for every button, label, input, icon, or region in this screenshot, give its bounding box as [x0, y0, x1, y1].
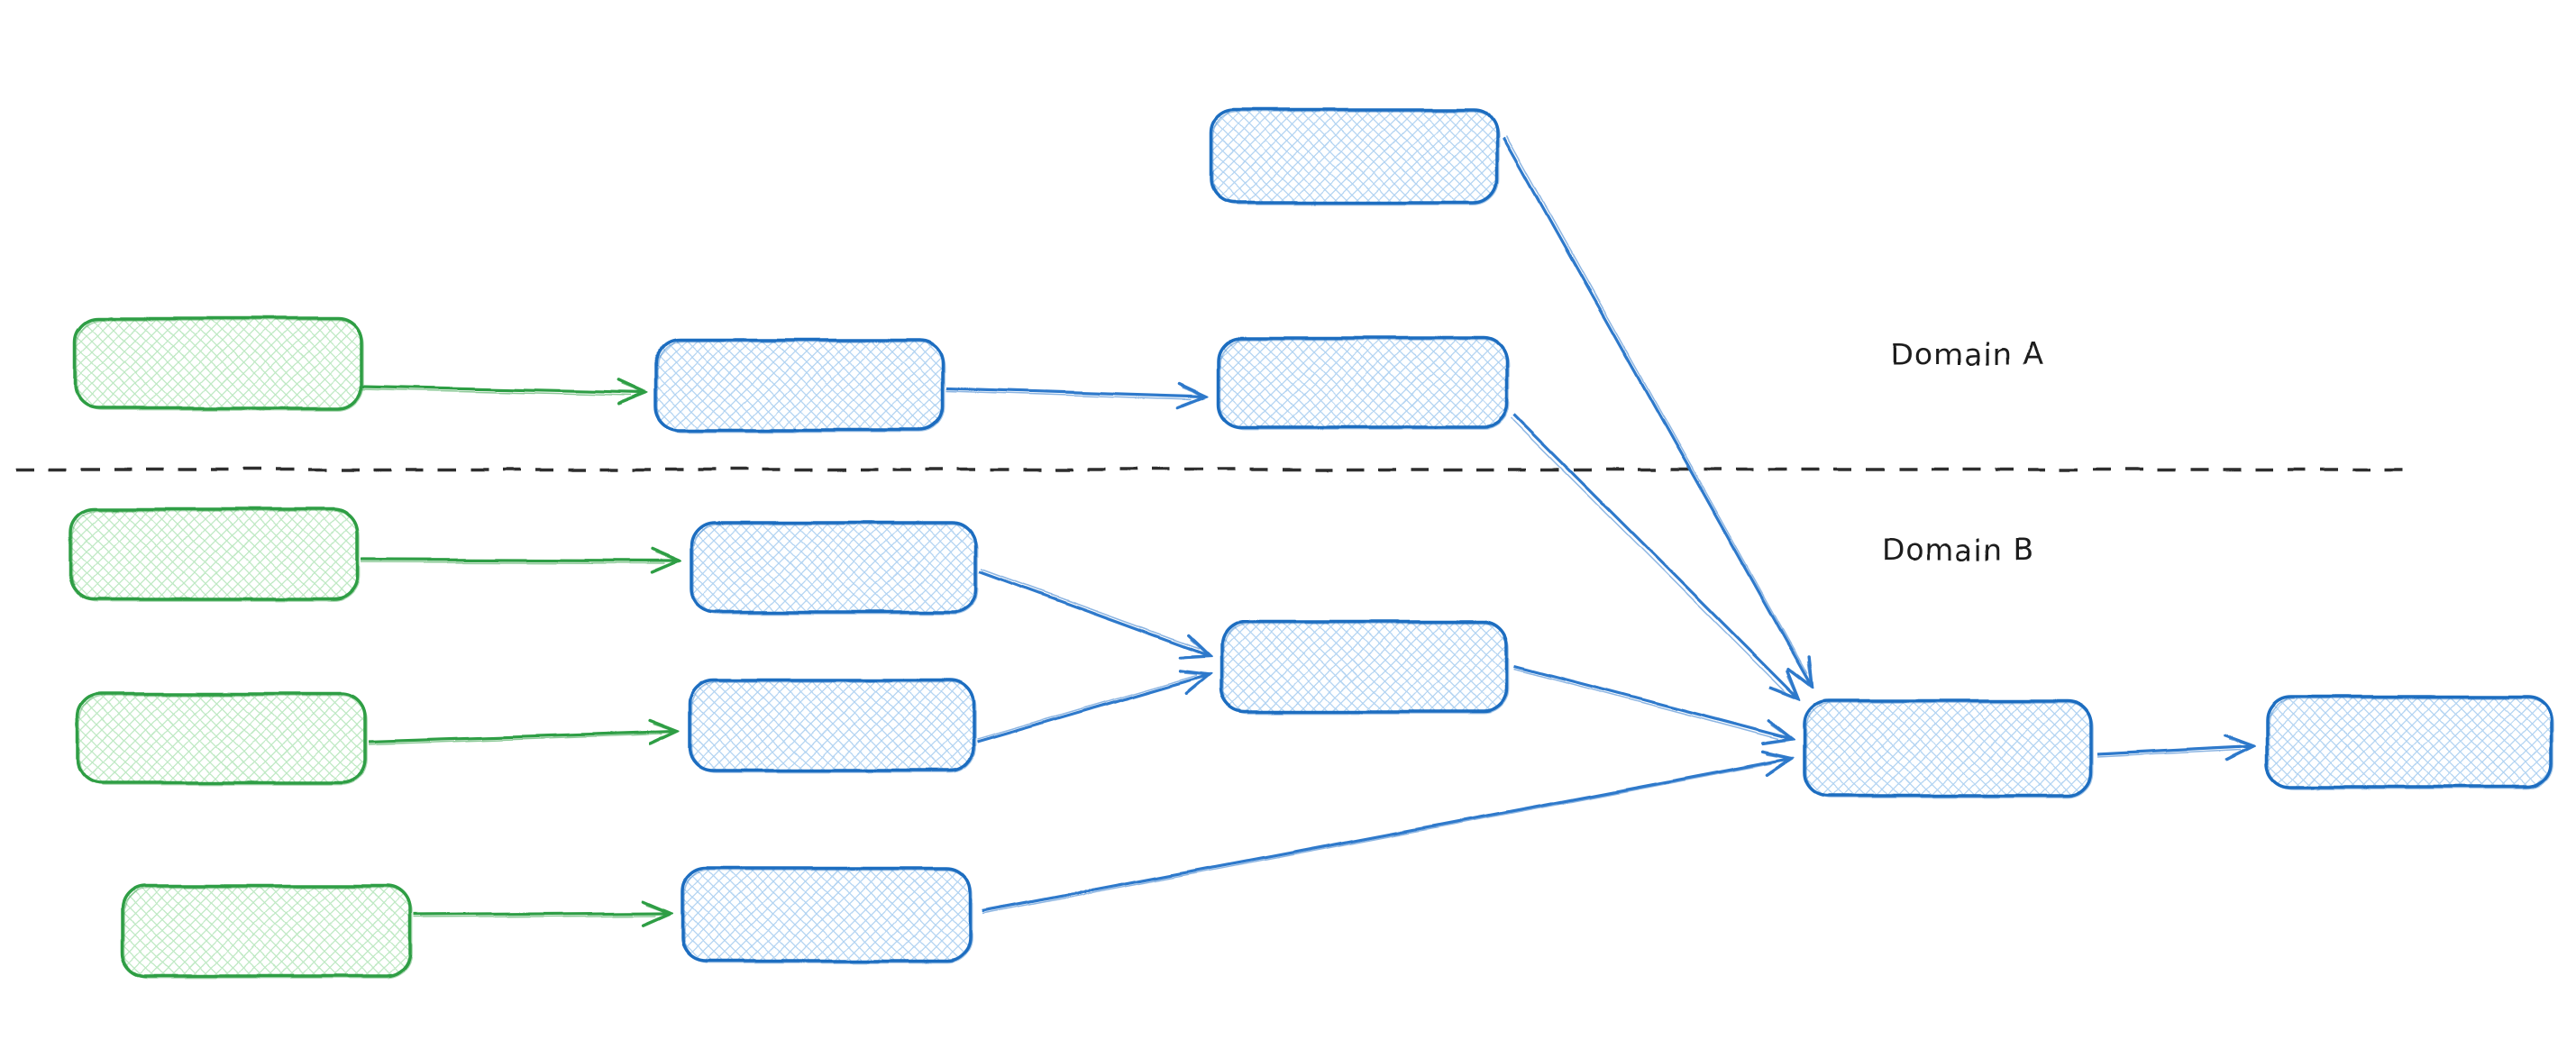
node-green-b-1[interactable] — [69, 507, 360, 602]
edge-blue-top-aggregator[interactable] — [1502, 135, 1812, 687]
edge-blue-b-3-aggregator[interactable] — [982, 758, 1792, 915]
edge-blue-b-1-merge-b[interactable] — [979, 568, 1210, 655]
edge-green-b-2-blue-b-2[interactable] — [368, 732, 677, 744]
label-domain-a[interactable]: Domain A — [1891, 336, 2043, 371]
edge-blue-a-1-blue-a-2[interactable] — [945, 388, 1206, 399]
node-green-b-2[interactable] — [76, 692, 368, 786]
node-aggregator[interactable] — [1803, 699, 2094, 798]
edge-green-a-blue-a-1[interactable] — [361, 387, 645, 396]
node-blue-a-2[interactable] — [1217, 336, 1510, 430]
node-blue-b-1[interactable] — [690, 521, 979, 615]
edge-green-b-1-blue-b-1[interactable] — [360, 560, 679, 563]
edge-aggregator-output[interactable] — [2096, 746, 2253, 757]
node-blue-b-2[interactable] — [688, 679, 976, 773]
node-green-b-3[interactable] — [121, 884, 413, 979]
edge-blue-a-2-aggregator[interactable] — [1511, 413, 1798, 698]
node-green-a[interactable] — [73, 316, 364, 411]
edge-blue-b-2-merge-b[interactable] — [976, 674, 1210, 743]
edge-green-b-3-blue-b-3[interactable] — [413, 913, 671, 917]
node-blue-top[interactable] — [1209, 108, 1500, 205]
label-domain-b[interactable]: Domain B — [1882, 532, 2034, 567]
node-merge-b[interactable] — [1219, 620, 1510, 715]
node-blue-a-1[interactable] — [654, 338, 945, 433]
node-blue-b-3[interactable] — [681, 866, 973, 963]
edge-merge-b-aggregator[interactable] — [1513, 664, 1793, 739]
node-output[interactable] — [2265, 695, 2553, 789]
